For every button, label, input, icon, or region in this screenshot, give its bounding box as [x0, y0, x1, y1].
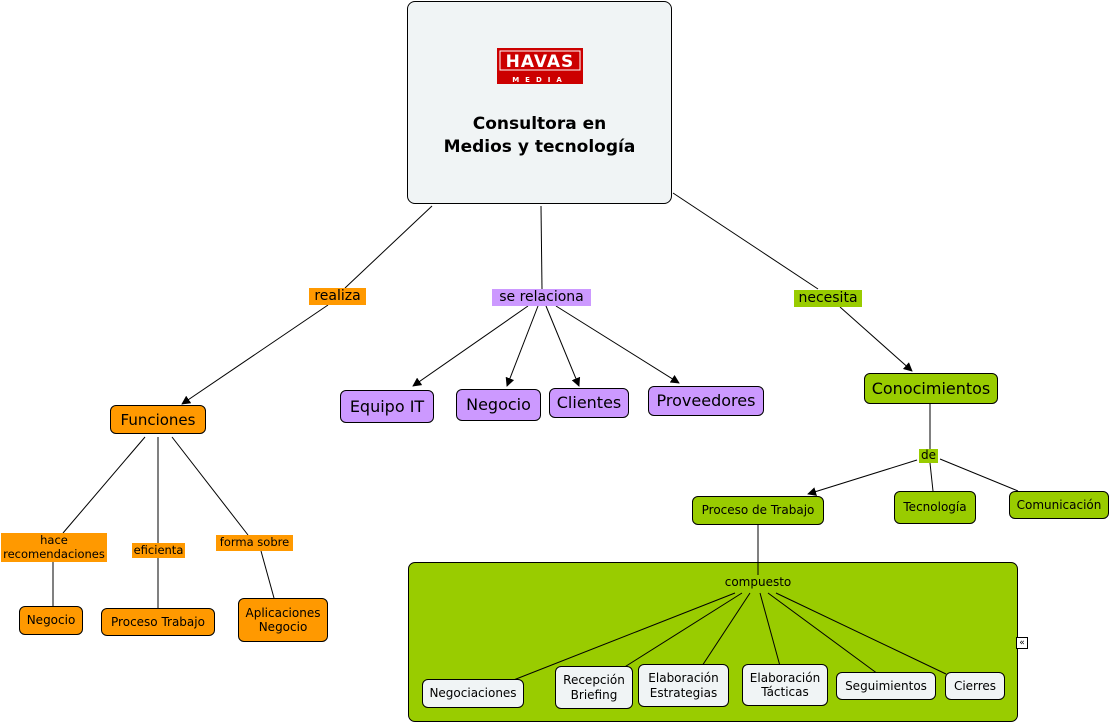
node-elaboracion-estrategias[interactable]: Elaboración Estrategias: [638, 664, 729, 707]
recepcion-line1: Recepción: [563, 673, 625, 688]
node-proveedores[interactable]: Proveedores: [648, 386, 764, 416]
aplicaciones-line2: Negocio: [258, 620, 308, 634]
edge-de-comunicacion: [939, 458, 1019, 492]
tacticas-line1: Elaboración: [749, 670, 821, 685]
link-hace-line1: hace: [40, 533, 68, 548]
edge-serel-equipo: [412, 305, 529, 387]
node-tecnologia[interactable]: Tecnología: [894, 491, 976, 524]
edge-realiza-funciones: [181, 304, 329, 405]
node-recepcion-briefing[interactable]: Recepción Briefing: [555, 666, 633, 709]
edge-de-proceso: [807, 459, 918, 496]
havas-media-logo: HAVAS MEDIA: [496, 48, 583, 85]
edge-funciones-forma: [171, 436, 249, 536]
edge-necesita-conocimientos: [839, 306, 913, 372]
root-title-line1: Consultora en: [472, 114, 607, 135]
node-comunicacion[interactable]: Comunicación: [1009, 491, 1109, 519]
link-hace-line2: recomendaciones: [3, 546, 105, 561]
node-negociaciones[interactable]: Negociaciones: [422, 679, 524, 708]
aplicaciones-line1: Aplicaciones: [245, 605, 321, 620]
link-eficienta[interactable]: eficienta: [132, 542, 185, 558]
node-seguimientos[interactable]: Seguimientos: [836, 672, 936, 700]
link-compuesto[interactable]: compuesto: [724, 575, 792, 590]
edge-root-se-relaciona: [540, 205, 543, 290]
node-conocimientos[interactable]: Conocimientos: [864, 373, 998, 404]
link-hace-recomendaciones[interactable]: hace recomendaciones: [1, 533, 107, 562]
edge-root-necesita: [672, 192, 819, 290]
link-necesita[interactable]: necesita: [794, 290, 862, 307]
tacticas-line2: Tácticas: [761, 685, 809, 699]
root-title-line2: Medios y tecnología: [443, 136, 636, 157]
link-realiza[interactable]: realiza: [309, 288, 366, 305]
node-negocio-relacion[interactable]: Negocio: [456, 389, 541, 421]
collapse-icon[interactable]: «: [1016, 637, 1028, 649]
link-se-relaciona[interactable]: se relaciona: [492, 289, 591, 306]
estrategias-line1: Elaboración: [648, 671, 719, 686]
edge-serel-proveedores: [555, 305, 680, 384]
edge-serel-clientes: [545, 305, 581, 387]
node-clientes[interactable]: Clientes: [549, 388, 629, 418]
node-elaboracion-tacticas[interactable]: Elaboración Tácticas: [742, 664, 828, 706]
link-de[interactable]: de: [919, 448, 938, 463]
edge-forma-aplicaciones: [260, 550, 275, 599]
node-proceso-trabajo[interactable]: Proceso Trabajo: [101, 608, 215, 636]
node-funciones[interactable]: Funciones: [110, 405, 206, 434]
edge-de-tecnologia: [929, 462, 934, 492]
edge-root-realiza: [344, 205, 433, 289]
node-equipo-it[interactable]: Equipo IT: [340, 390, 434, 423]
link-forma-sobre[interactable]: forma sobre: [216, 535, 293, 551]
recepcion-line2: Briefing: [570, 687, 618, 702]
node-negocio-funciones[interactable]: Negocio: [19, 606, 83, 635]
edge-serel-negocio: [505, 305, 539, 387]
svg-text:MEDIA: MEDIA: [512, 76, 568, 84]
node-aplicaciones-negocio[interactable]: Aplicaciones Negocio: [238, 598, 328, 642]
estrategias-line2: Estrategias: [649, 685, 718, 700]
edge-funciones-hace: [62, 436, 146, 534]
node-cierres[interactable]: Cierres: [945, 672, 1005, 700]
svg-text:HAVAS: HAVAS: [505, 52, 574, 72]
node-proceso-de-trabajo[interactable]: Proceso de Trabajo: [692, 496, 824, 525]
root-concept[interactable]: HAVAS MEDIA Consultora en Medios y tecno…: [407, 1, 672, 204]
